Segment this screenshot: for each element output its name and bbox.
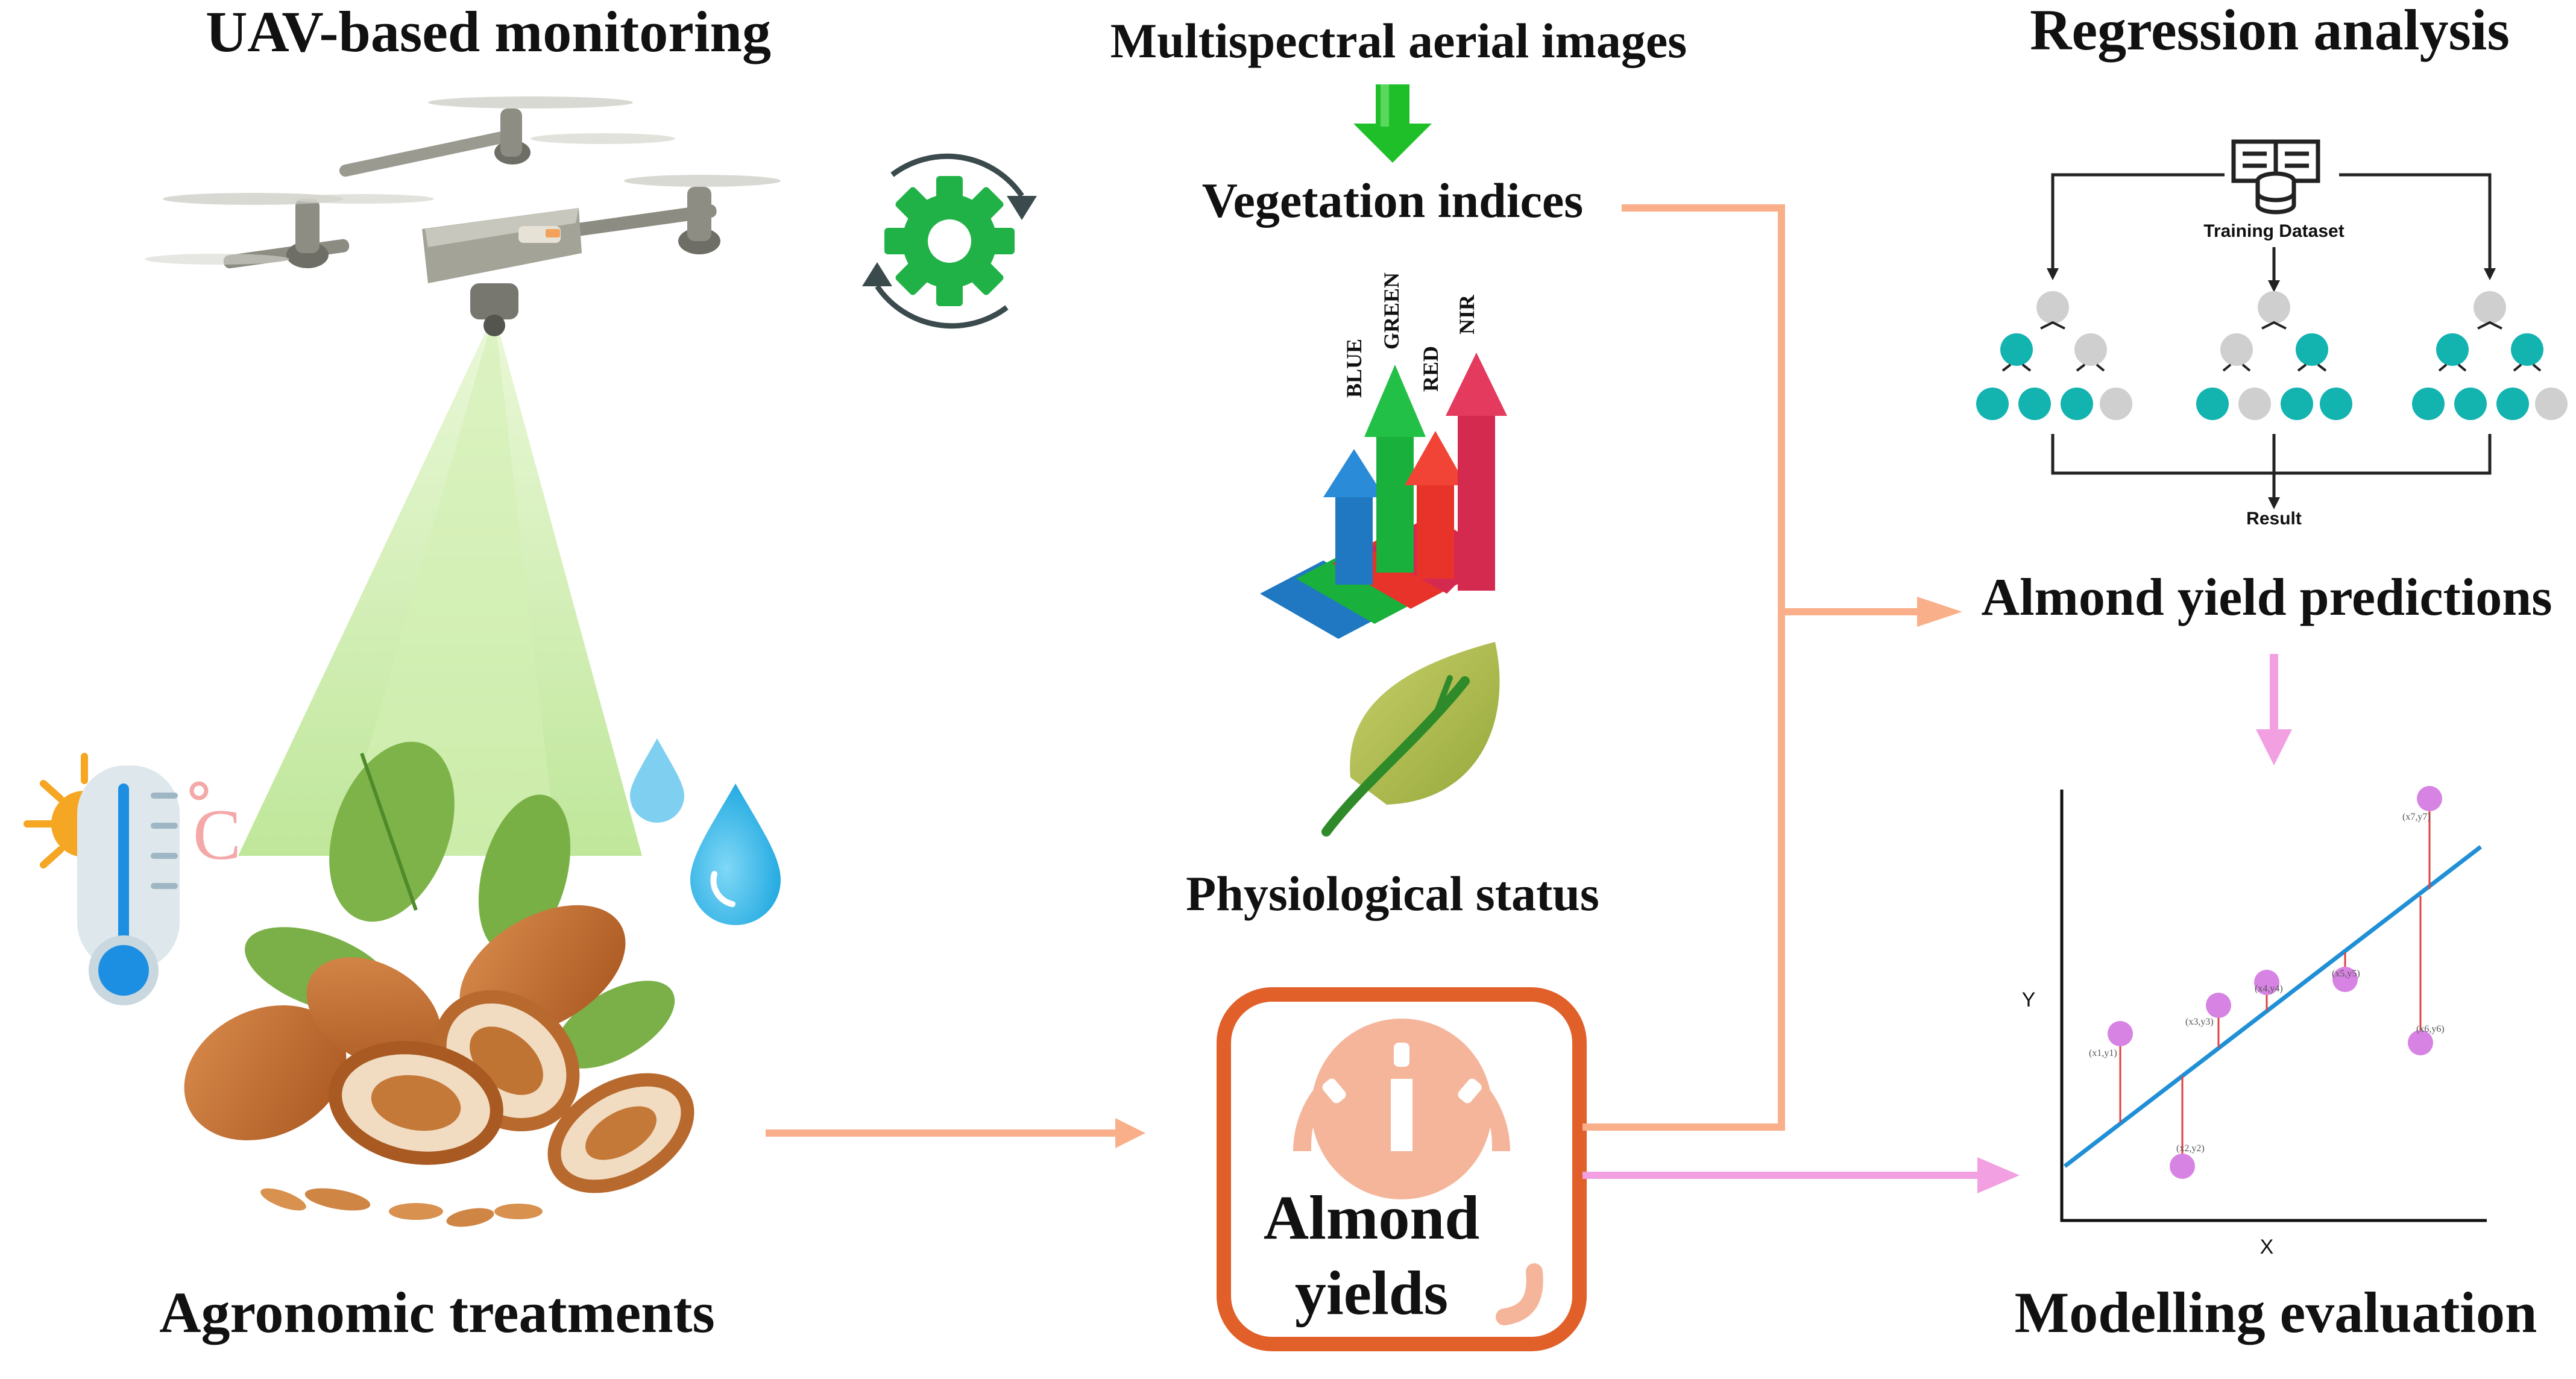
arrow-to-predictions xyxy=(1917,597,1962,627)
scatter-point xyxy=(2254,970,2279,995)
point-label: (x3,y3) xyxy=(2185,1017,2214,1027)
gear-cycle-icon xyxy=(862,153,1037,329)
orange-connectors xyxy=(766,204,1923,1137)
scatter-points xyxy=(2108,786,2442,1179)
agronomic-treatments-title: Agronomic treatments xyxy=(159,1280,715,1345)
multispectral-title: Multispectral aerial images xyxy=(1110,13,1687,68)
camera-beam-inner xyxy=(338,313,558,856)
uav-monitoring-title: UAV-based monitoring xyxy=(206,0,771,64)
point-label: (x1,y1) xyxy=(2089,1048,2117,1058)
physiological-status-title: Physiological status xyxy=(1186,866,1599,921)
gauge-icon xyxy=(1293,1019,1510,1199)
scatter-point xyxy=(2108,1021,2133,1046)
almonds-illustration xyxy=(184,741,694,1227)
thermometer-icon xyxy=(24,753,209,1005)
arrow-to-yields xyxy=(1115,1118,1145,1148)
scatter-point xyxy=(2417,786,2442,811)
vegetation-indices-title: Vegetation indices xyxy=(1202,173,1583,228)
forest-arrowheads xyxy=(2047,268,2496,509)
point-label: (x4,y4) xyxy=(2255,984,2283,994)
decision-tree-3 xyxy=(2412,291,2568,420)
multispectral-down-arrow xyxy=(1353,84,1432,163)
x-axis-label: X xyxy=(2260,1236,2274,1258)
result-label: Result xyxy=(2246,509,2302,529)
modelling-evaluation-title: Modelling evaluation xyxy=(2015,1280,2537,1345)
regression-title: Regression analysis xyxy=(2030,0,2510,62)
decision-tree-1 xyxy=(1976,291,2132,420)
scatter-point xyxy=(2408,1030,2433,1055)
scatter-point xyxy=(2170,1154,2195,1179)
almond-yields-accent xyxy=(1496,1263,1543,1325)
arrow-to-scatter xyxy=(2256,729,2292,765)
forest-connectors xyxy=(2051,173,2492,500)
band-label-nir: NIR xyxy=(1455,294,1479,335)
almond-yields-frame xyxy=(1217,987,1587,1351)
band-label-red: RED xyxy=(1419,346,1443,392)
drone-icon xyxy=(145,96,781,336)
yield-predictions-title: Almond yield predictions xyxy=(1982,568,2552,627)
spectral-bands-icon xyxy=(1260,353,1507,639)
leaf-icon xyxy=(1321,642,1500,837)
water-drop-icon xyxy=(630,738,781,925)
scatter-point xyxy=(2332,967,2358,992)
arrow-to-evaluation xyxy=(1977,1157,2020,1193)
point-label: (x5,y5) xyxy=(2332,969,2360,979)
band-label-green: GREEN xyxy=(1379,272,1403,350)
band-label-blue: BLUE xyxy=(1342,339,1366,398)
database-icon xyxy=(2231,139,2320,215)
scatter-point xyxy=(2206,993,2231,1018)
almond-yields-label-line1: Almond xyxy=(1264,1183,1479,1252)
point-label: (x2,y2) xyxy=(2176,1143,2205,1154)
plot-axes xyxy=(2060,790,2487,1222)
decision-tree-2 xyxy=(2196,291,2352,420)
regression-line xyxy=(2063,845,2483,1168)
point-label: (x7,y7) xyxy=(2402,812,2431,822)
temperature-unit: C xyxy=(193,794,241,875)
regression-plot: (x1,y1) (x2,y2) (x3,y3) (x4,y4) (x5,y5) … xyxy=(2022,786,2487,1258)
point-label: (x6,y6) xyxy=(2416,1024,2445,1034)
almond-yields-label-line2: yields xyxy=(1295,1258,1448,1328)
y-axis-label: Y xyxy=(2022,988,2036,1011)
training-dataset-label: Training Dataset xyxy=(2203,221,2344,241)
